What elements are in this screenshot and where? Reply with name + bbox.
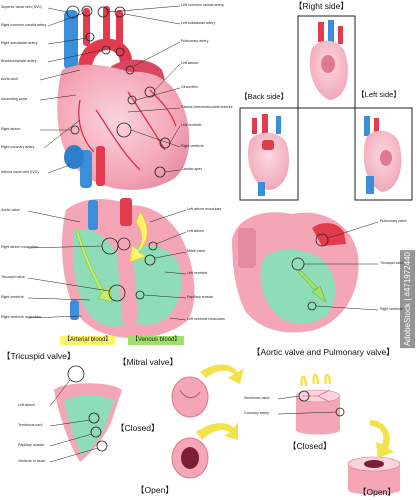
label-left-atrium-musculars: Left atrium musculars [187,207,222,211]
label-tendinous-cord: Tendinous cord [18,423,43,427]
label-coronary-artery: Coronary artery [244,411,269,415]
left-carotid-vessel [103,6,110,46]
right-side-heart [309,20,348,100]
label-right-atrium-musculars: Right atrium musculars [1,245,38,249]
right-carotid-vessel [83,8,90,46]
label-tricuspid-papillary: Papillary muscle [18,443,45,447]
left-side-frame [354,107,413,201]
pulmonary-chamber [260,249,336,324]
label-ivc: Inferior caval vein (IVC) [1,170,39,174]
label-svc: Superior caval vein (SVC) [1,5,43,9]
vein-top [88,200,98,230]
left-subclavian-vessel [116,10,123,48]
semilunar-detail-illustration [277,373,401,495]
main-heart-body [57,64,190,190]
semilunar-open-label: 【Open】 [358,487,396,497]
mitral-closed-disc [171,376,209,418]
label-right-atrium: Right atrium [1,127,21,131]
label-ascending-aorta: Ascending aorta [1,97,27,101]
heading-mitral: 【Mitral valve】 [118,357,178,367]
label-pulmonary-valve: Pulmonary valve [380,219,407,223]
right-side-frame [297,15,356,109]
label-section-left-ventricle: Left ventricle [187,271,208,275]
semilunar-closed-arrows [300,373,332,387]
label-brachiocephalic: Brachiocephalic artery [1,59,37,63]
back-side-heart [248,114,290,196]
pulmonary-left-vessel [238,228,256,268]
label-left-subclavian: Left subclavian artery [181,21,216,25]
mitral-closed-line [179,389,201,399]
mitral-open-hole [181,447,199,469]
pulmonary-trunk [312,223,346,246]
heading-aortic-pulmonary: 【Aortic valve and Pulmonary valve】 [252,347,395,357]
heading-back-side: 【Back side】 [240,92,289,101]
label-right-common-carotid: Right common carotid artery [1,23,47,27]
left-side-heart [363,116,402,194]
ivc-opening [64,145,84,169]
heading-left-side: 【Left side】 [357,90,401,99]
label-tricuspid-valve: Tricuspid valve [1,275,25,279]
descending-aorta-vessel [96,146,105,186]
label-left-ventricle-musculars: Left ventricle musculars [187,317,225,321]
section-heart-illustration [27,198,195,339]
coronary-vessels [78,89,177,171]
mitral-closed-arrow [200,364,244,384]
arterial-flow-arrow [129,211,148,263]
main-heart-illustration [39,5,190,190]
label-aortic-valve: Aortic valve [1,208,20,212]
mitral-closed-label: 【Closed】 [116,423,160,433]
tricuspid-detail-illustration [49,365,122,463]
mitral-states-illustration [171,364,244,479]
heading-right-side: 【Right side】 [294,1,349,11]
pulmonary-flow-arrow [297,269,327,303]
label-mitral-valve: Mitral valve [187,249,206,253]
label-pulmonary-right-ventricle: Right ventricle [380,307,403,311]
label-section-right-ventricle: Right ventricle [1,295,24,299]
mitral-open-label: 【Open】 [136,485,174,495]
semilunar-open-arrow [370,420,394,458]
artery-top [120,198,132,226]
heading-tricuspid: 【Tricuspid valve】 [2,351,76,361]
label-right-coronary: Right coronary artery [1,145,35,149]
label-tricuspid-left-atrium: Left atrium [18,403,35,407]
label-aortic-arch: Aortic arch [1,77,19,81]
arterial-blood-tag: 【Arterial blood】 [60,336,116,346]
label-pulmonary-artery: Pulmonary artery [181,39,209,43]
label-cardiac-apex: Cardiac apex [181,167,203,171]
label-right-ventricle-musculars: Right ventricle musculars [1,315,42,319]
label-pulmonary-tricuspid: Tricuspid valve [380,261,404,265]
semilunar-closed-label: 【Closed】 [288,441,332,451]
label-ramus-interventricularis: Ramus interventricularis anterior [181,105,233,109]
label-right-subclavian: Right subclavian artery [1,41,38,45]
left-chamber [126,245,182,325]
label-left-atrium: Left atrium [181,61,198,65]
view-frames [239,15,413,201]
label-left-ventricle: Left ventricle [181,123,202,127]
mitral-open-arrow [196,422,238,440]
vein-bottom [70,300,79,320]
label-section-left-atrium: Left atrium [187,229,204,233]
venous-flow-arrow [75,229,113,303]
stock-watermark: AdobeStock | #471972440 [400,250,415,349]
label-left-common-carotid: Left common carotid artery [181,3,224,7]
label-papillary-muscle: Papillary muscle [187,295,214,299]
tricuspid-inner [64,395,114,456]
svc-vessel [64,10,78,70]
label-ventricle-of-heart: Ventricle of heart [18,459,45,463]
label-circumflex: Circumflex [181,85,198,89]
label-right-ventricle: Right ventricle [181,144,204,148]
label-semilunar-valve: Semilunar valve [244,396,270,400]
venous-blood-tag: 【Venous blood】 [128,336,185,346]
back-side-frame [239,107,299,201]
pulmonary-section-illustration [232,212,379,333]
aortic-arch-shape [78,38,132,100]
